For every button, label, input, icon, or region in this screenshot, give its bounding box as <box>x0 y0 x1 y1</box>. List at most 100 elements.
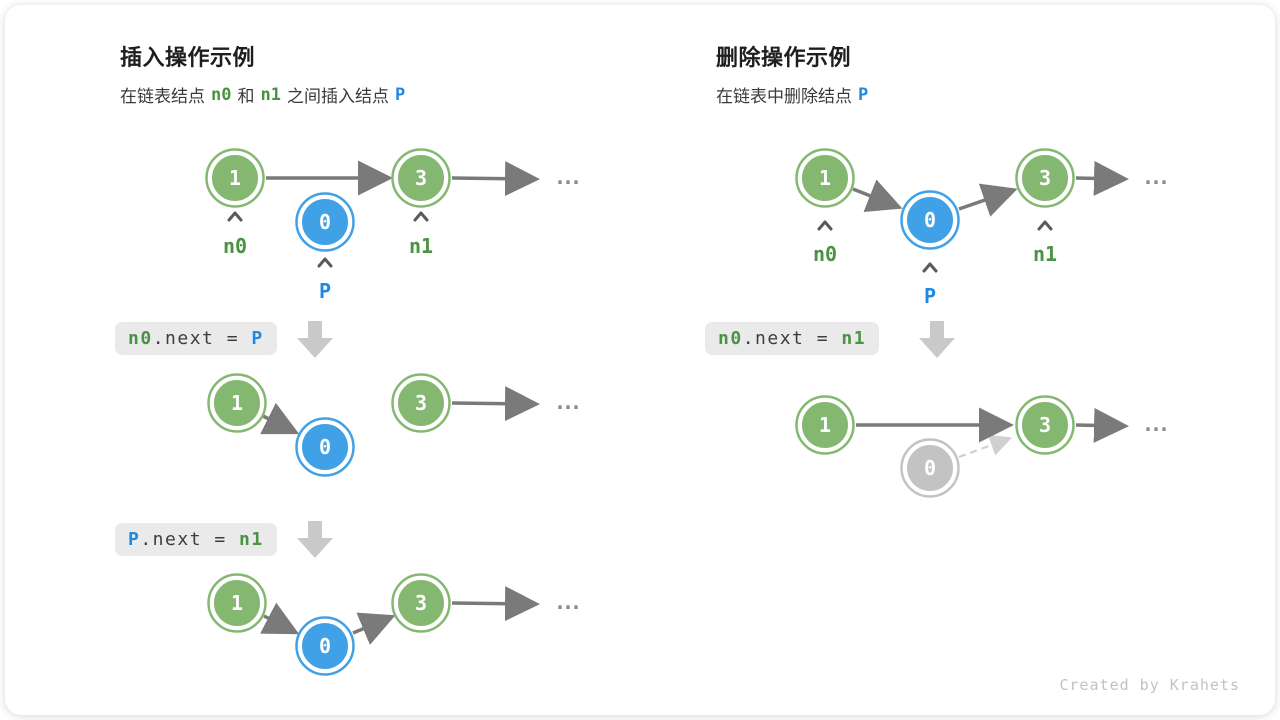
node-value: 0 <box>319 210 331 234</box>
node-ring <box>207 373 267 433</box>
caret-up-icon <box>227 211 243 222</box>
node-value: 3 <box>415 591 427 615</box>
var-p: P <box>858 84 869 105</box>
pointer-label-n1: n1 <box>1033 242 1057 266</box>
link-arrow <box>352 612 396 645</box>
node-value: 3 <box>415 391 427 415</box>
code-var: P <box>251 328 264 349</box>
code-var: n0 <box>128 328 153 349</box>
code-box-insert-step2: P.next = n1 <box>115 523 277 556</box>
node-value: 0 <box>924 456 936 480</box>
node-ring <box>295 616 355 676</box>
node-circle <box>395 377 447 429</box>
delete-section-subtitle: 在链表中删除结点 P <box>716 82 874 107</box>
delete-diagram-result: ... 1 0 3 <box>795 395 1170 498</box>
node-circle <box>1019 152 1071 204</box>
code-box-insert-step1: n0.next = P <box>115 322 277 355</box>
credit-text: Created by Krahets <box>1059 676 1240 694</box>
node-circle <box>211 377 263 429</box>
insert-section-title: 插入操作示例 <box>120 45 256 70</box>
link-arrow <box>260 602 300 635</box>
node-value: 3 <box>1039 166 1051 190</box>
node-ring <box>207 573 267 633</box>
node-value: 1 <box>819 166 831 190</box>
delete-section-title: 删除操作示例 <box>716 45 852 70</box>
node-circle <box>1019 399 1071 451</box>
code-box-delete-step1: n0.next = n1 <box>705 322 880 355</box>
code-text: .next = <box>742 328 842 349</box>
node-ring <box>295 192 355 252</box>
pointer-label-n1: n1 <box>409 234 433 258</box>
link-arrow <box>451 386 540 422</box>
caret-up-icon <box>1037 220 1053 231</box>
ellipsis-dots: ... <box>1142 412 1166 436</box>
node-value: 3 <box>415 166 427 190</box>
code-var: n0 <box>718 328 743 349</box>
node-ring <box>795 395 855 455</box>
unlinked-dashed-arrow <box>958 434 1013 459</box>
insert-diagram-initial: ... 1 3 0 n0 n1 P <box>205 148 582 303</box>
node-ring <box>391 373 451 433</box>
link-arrow <box>958 183 1018 217</box>
link-arrow <box>451 161 540 197</box>
ellipsis-dots: ... <box>554 390 578 414</box>
node-ring <box>795 148 855 208</box>
node-circle <box>904 194 956 246</box>
code-var: P <box>128 529 141 550</box>
node-value: 0 <box>319 634 331 658</box>
node-gray-removed: 0 <box>900 438 960 498</box>
node-ring <box>1015 395 1075 455</box>
node-value: 0 <box>319 435 331 459</box>
node-circle <box>211 577 263 629</box>
code-text: .next = <box>152 328 252 349</box>
node-value: 1 <box>819 413 831 437</box>
ellipsis-dots: ... <box>554 165 578 189</box>
ellipsis-dots: ... <box>554 590 578 614</box>
var-n1: n1 <box>260 84 281 105</box>
insert-diagram-step2: ... 1 0 3 <box>207 573 582 676</box>
node-ring <box>900 190 960 250</box>
node-value: 1 <box>231 391 243 415</box>
node-green: 3 <box>391 373 451 433</box>
caret-up-icon <box>817 220 833 231</box>
node-circle <box>904 442 956 494</box>
node-value: 3 <box>1039 413 1051 437</box>
pointer-label-p: P <box>319 279 331 303</box>
node-circle <box>299 196 351 248</box>
code-text: .next = <box>140 529 240 550</box>
step-down-arrow <box>919 321 955 358</box>
subtitle-text: 在链表结点 <box>120 87 205 106</box>
step-down-arrow <box>297 321 333 358</box>
subtitle-text: 之间插入结点 <box>286 87 389 106</box>
node-blue: 0 <box>295 417 355 477</box>
link-arrow <box>260 402 300 435</box>
ellipsis-dots: ... <box>1142 165 1166 189</box>
code-var: n1 <box>841 328 867 349</box>
subtitle-text: 和 <box>237 87 255 106</box>
node-green: 1 <box>205 148 265 208</box>
node-ring <box>295 417 355 477</box>
node-green: 3 <box>391 573 451 633</box>
node-circle <box>395 577 447 629</box>
link-arrow <box>1075 407 1129 443</box>
node-green: 3 <box>391 148 451 208</box>
node-green: 3 <box>1015 148 1075 208</box>
insert-section-subtitle: 在链表结点 n0 和 n1 之间插入结点 P <box>120 82 411 107</box>
var-p: P <box>394 84 406 105</box>
node-blue: 0 <box>295 192 355 252</box>
caret-up-icon <box>317 257 333 268</box>
node-ring <box>900 438 960 498</box>
node-circle <box>799 152 851 204</box>
node-value: 1 <box>229 166 241 190</box>
node-blue: 0 <box>295 616 355 676</box>
node-circle <box>299 620 351 672</box>
node-value: 0 <box>924 208 936 232</box>
node-circle <box>209 152 261 204</box>
link-arrow <box>451 586 540 622</box>
link-arrow <box>1075 160 1129 196</box>
node-blue: 0 <box>900 190 960 250</box>
var-n0: n0 <box>211 84 232 105</box>
node-ring <box>1015 148 1075 208</box>
